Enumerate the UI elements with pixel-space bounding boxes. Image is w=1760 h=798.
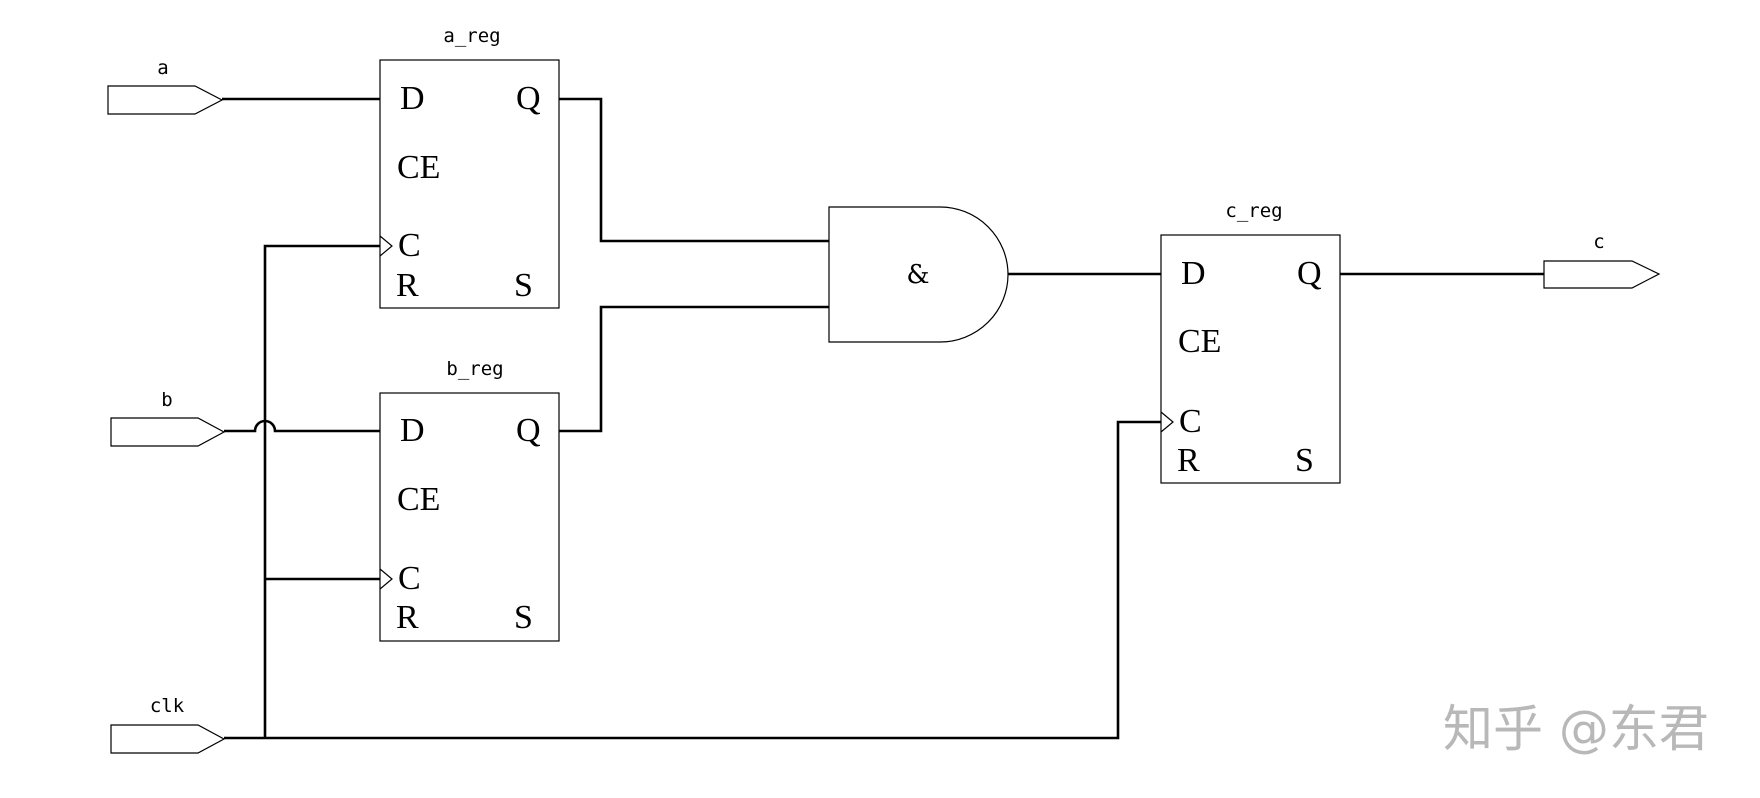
c-reg-pin-c: C <box>1179 403 1202 440</box>
a-reg-pin-d: D <box>400 80 425 117</box>
a-reg-pin-q: Q <box>516 80 541 117</box>
output-port-c: c <box>1543 231 1661 289</box>
input-port-b: b <box>110 389 226 447</box>
c-reg-pin-d: D <box>1181 255 1206 292</box>
wire-b-reg-q-to-and <box>558 305 829 433</box>
c-reg-pin-q: Q <box>1297 255 1322 292</box>
input-port-a: a <box>107 57 224 115</box>
a-reg-pin-ce: CE <box>397 149 440 186</box>
a-reg-pin-s: S <box>514 267 533 304</box>
c-reg-pin-ce: CE <box>1178 323 1221 360</box>
b-reg-pin-c: C <box>398 560 421 597</box>
b-reg-pin-ce: CE <box>397 481 440 518</box>
port-b-shape <box>110 417 226 447</box>
b-reg-instance-name: b_reg <box>446 358 503 380</box>
b-reg-clock-triangle <box>379 568 393 590</box>
c-reg-clock-triangle <box>1160 411 1174 433</box>
register-a-reg: a_reg D Q CE C R S <box>379 25 560 309</box>
watermark-text: 知乎 @东君 <box>1443 700 1709 758</box>
port-c-label: c <box>1593 231 1604 253</box>
and-gate: & <box>828 206 1009 343</box>
c-reg-pin-r: R <box>1177 442 1200 479</box>
b-reg-pin-q: Q <box>516 412 541 449</box>
b-reg-box <box>379 392 560 642</box>
wires <box>222 97 1544 740</box>
a-reg-pin-r: R <box>396 267 419 304</box>
wire-clk-to-c-reg-clock <box>224 420 1161 740</box>
input-port-clk: clk <box>110 695 226 754</box>
and-gate-symbol: & <box>906 260 929 290</box>
port-a-shape <box>107 85 224 115</box>
register-b-reg: b_reg D Q CE C R S <box>379 358 560 642</box>
b-reg-pin-s: S <box>514 599 533 636</box>
port-a-label: a <box>157 57 168 79</box>
b-reg-pin-r: R <box>396 599 419 636</box>
port-c-shape <box>1543 260 1661 289</box>
a-reg-clock-triangle <box>379 235 393 257</box>
c-reg-pin-s: S <box>1295 442 1314 479</box>
a-reg-box <box>379 59 560 309</box>
b-reg-pin-d: D <box>400 412 425 449</box>
port-b-label: b <box>161 389 172 411</box>
port-clk-shape <box>110 724 226 754</box>
wire-clk-trunk <box>263 244 380 738</box>
c-reg-box <box>1160 234 1341 484</box>
a-reg-pin-c: C <box>398 227 421 264</box>
wire-a-reg-q-to-and <box>558 97 829 243</box>
register-c-reg: c_reg D Q CE C R S <box>1160 200 1341 484</box>
c-reg-instance-name: c_reg <box>1225 200 1282 222</box>
wire-b-to-b-reg-d <box>224 419 380 433</box>
a-reg-instance-name: a_reg <box>443 25 500 47</box>
port-clk-label: clk <box>150 695 185 717</box>
and-gate-body <box>828 206 1009 343</box>
